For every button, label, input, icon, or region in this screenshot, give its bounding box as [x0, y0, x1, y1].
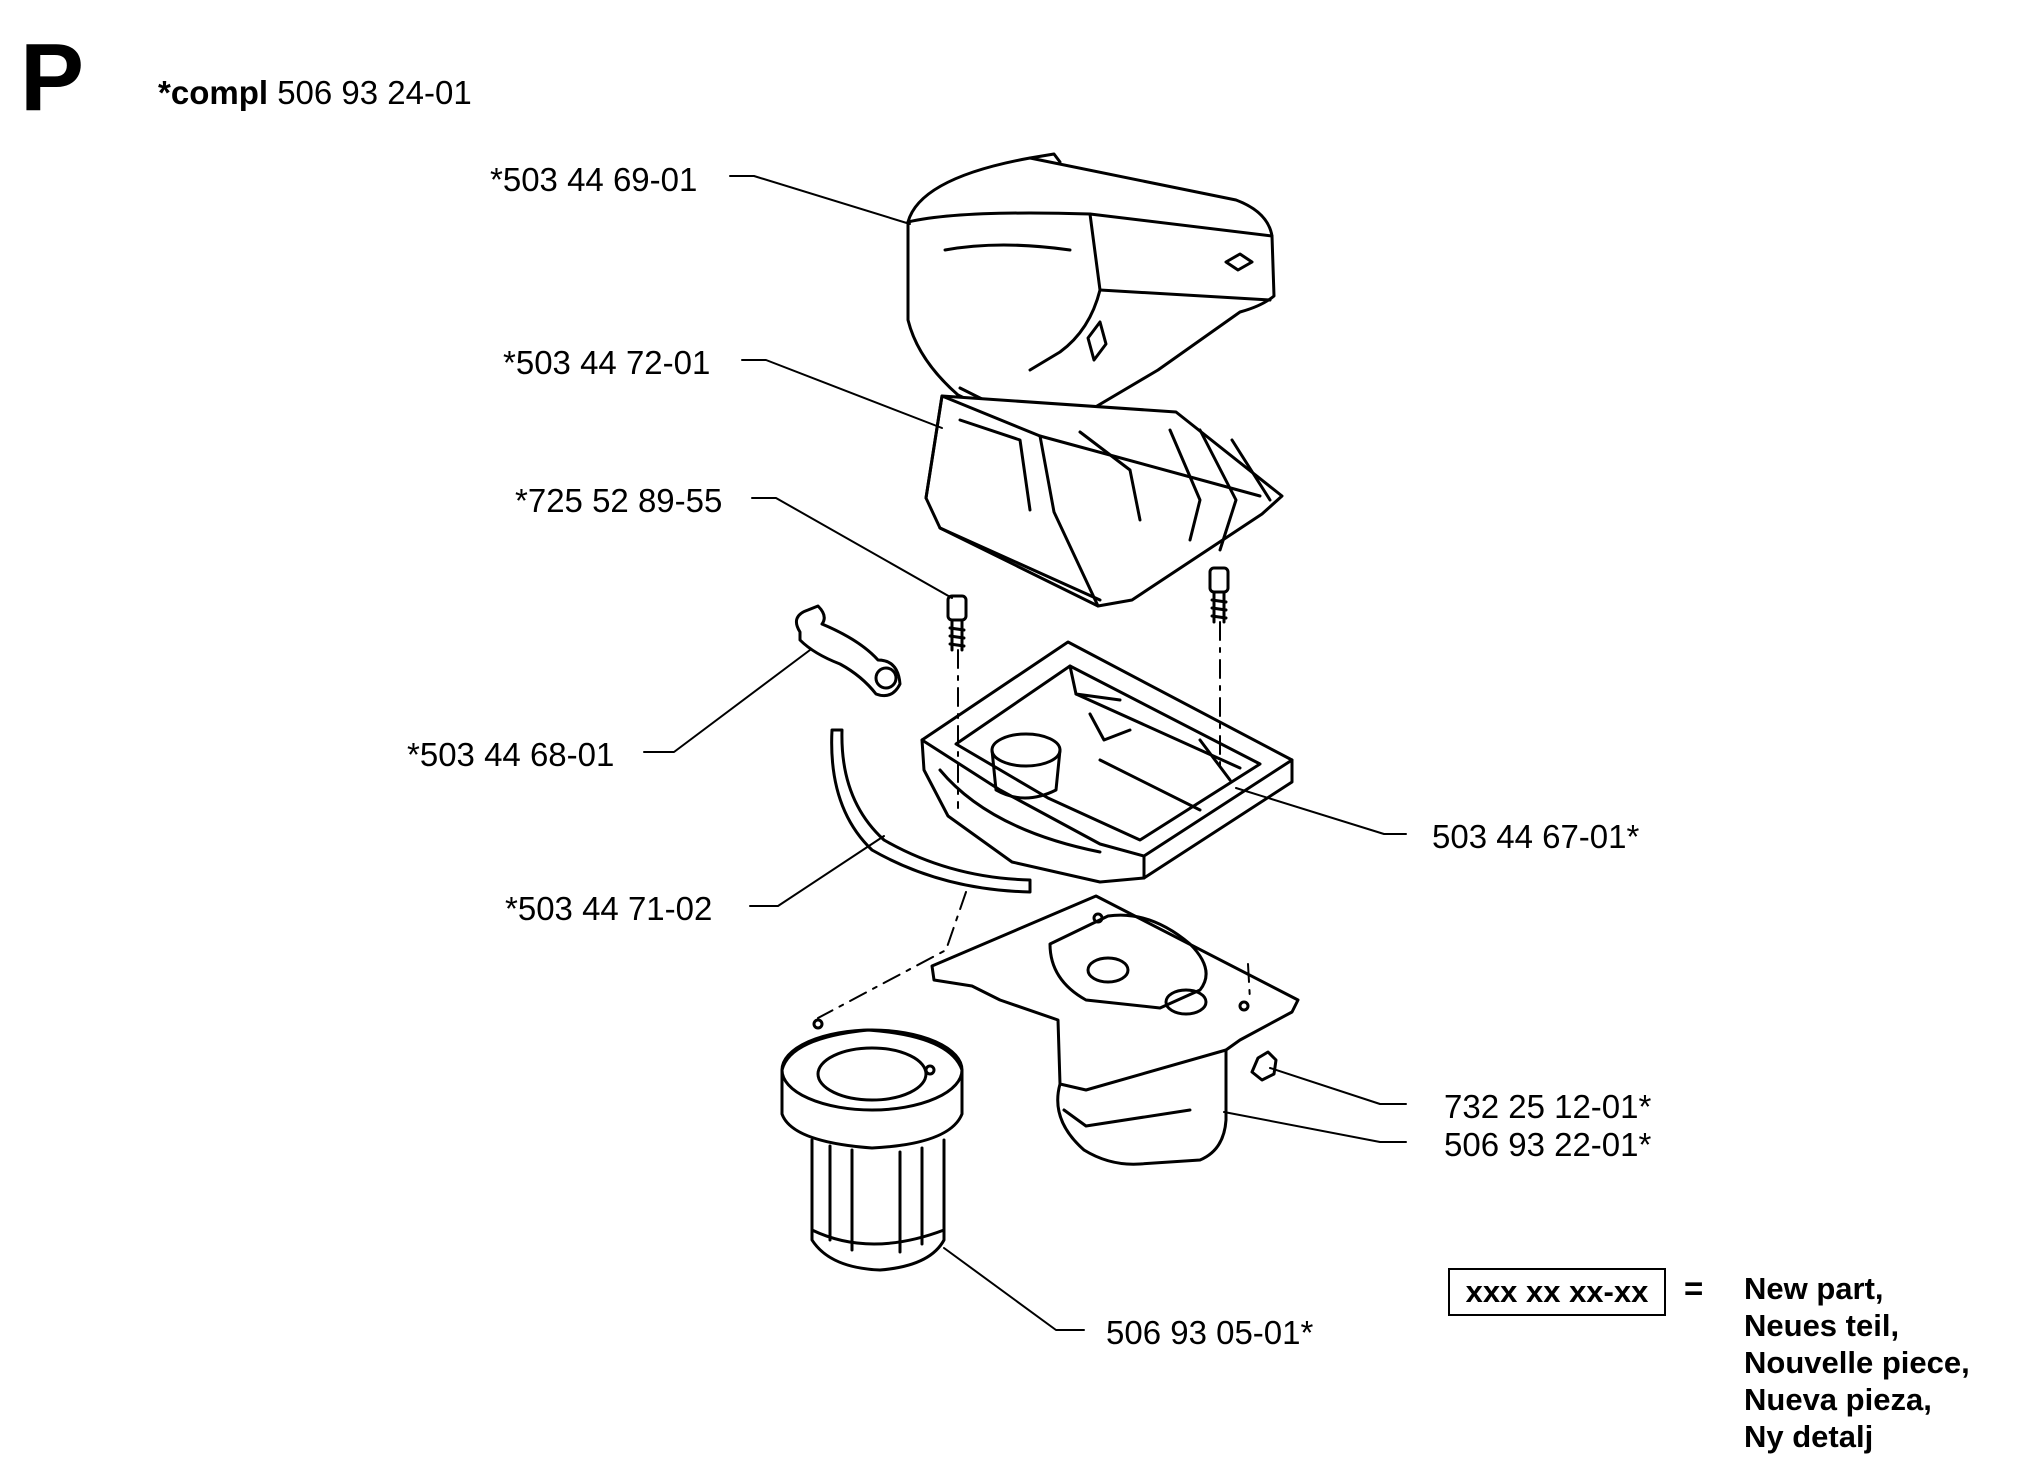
callout-seal-strip: *503 44 71-02 — [505, 890, 713, 927]
filter-holder-drawing — [920, 640, 1294, 884]
assembly-number: *compl 506 93 24-01 — [158, 76, 472, 109]
legend-line-de: Neues teil, — [1744, 1308, 1900, 1343]
legend-text: New part, Neues teil, Nouvelle piece, Nu… — [1744, 1270, 1970, 1455]
legend-line-sv: Ny detalj — [1744, 1419, 1874, 1454]
callout-air-filter-cover: *503 44 69-01 — [490, 161, 698, 198]
assembly-prefix: *compl — [158, 74, 269, 111]
callout-filter-element: *503 44 72-01 — [503, 344, 711, 381]
pre-filter-drawing — [780, 1018, 964, 1272]
legend-line-fr: Nouvelle piece, — [1744, 1345, 1970, 1380]
legend-equals: = — [1684, 1270, 1704, 1307]
clip-drawing — [794, 604, 902, 698]
air-filter-cover-drawing — [906, 152, 1276, 427]
legend-line-en: New part, — [1744, 1271, 1884, 1306]
callout-nut: 732 25 12-01* — [1444, 1088, 1652, 1125]
intake-adapter-drawing — [930, 894, 1300, 1166]
legend-line-es: Nueva pieza, — [1744, 1382, 1932, 1417]
alignment-lines — [817, 621, 1251, 1019]
callout-filter-holder: 503 44 67-01* — [1432, 818, 1640, 855]
leader-lines — [643, 175, 1407, 1331]
callout-clip: *503 44 68-01 — [407, 736, 615, 773]
filter-element-drawing — [924, 394, 1284, 608]
seal-strip-drawing — [830, 728, 1032, 894]
cover-screws-drawing — [946, 566, 1230, 652]
section-letter: P — [20, 24, 85, 131]
callout-pre-filter: 506 93 05-01* — [1106, 1314, 1314, 1351]
callout-intake-adapter: 506 93 22-01* — [1444, 1126, 1652, 1163]
assembly-part-number: 506 93 24-01 — [277, 74, 472, 111]
legend-sample-box: xxx xx xx-xx — [1448, 1268, 1666, 1316]
callout-cover-screw: *725 52 89-55 — [515, 482, 723, 519]
